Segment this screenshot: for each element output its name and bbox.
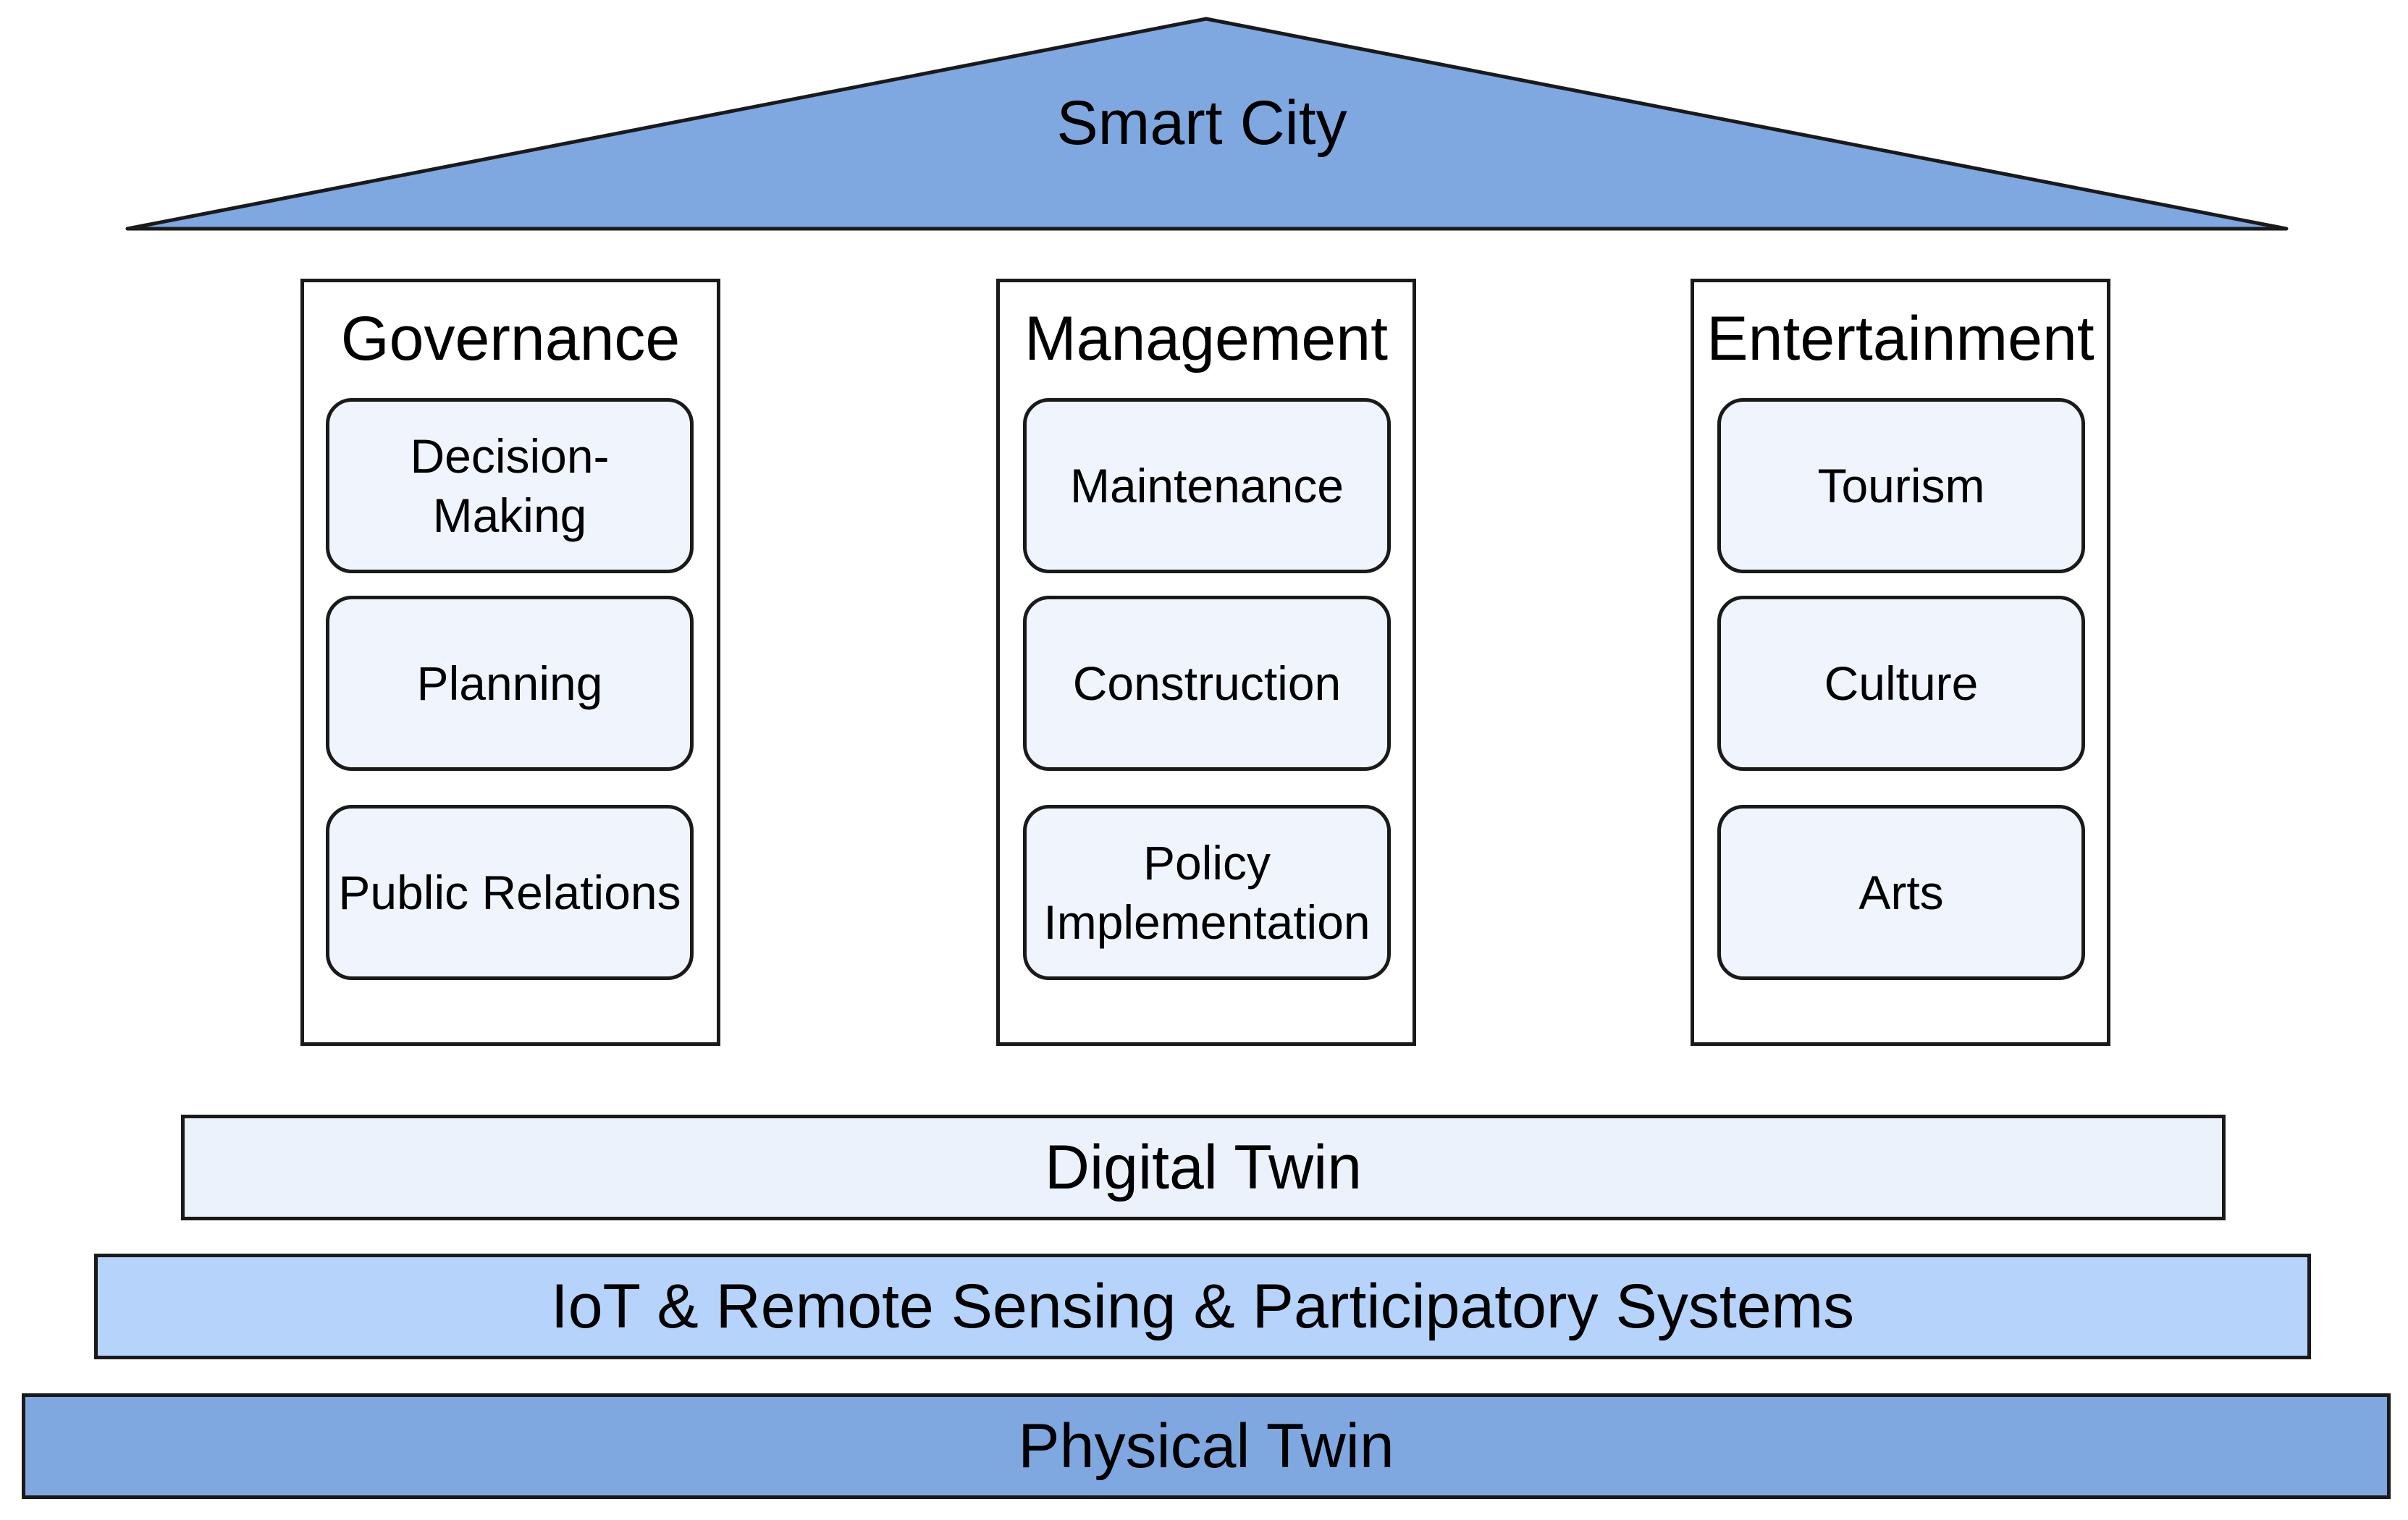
item-decision-making: Decision- Making (326, 398, 694, 573)
pillar-management: Management Maintenance Construction Poli… (996, 279, 1416, 1046)
layer-digital-twin: Digital Twin (181, 1115, 2226, 1220)
layer-iot-sensing: IoT & Remote Sensing & Participatory Sys… (94, 1254, 2311, 1359)
item-tourism: Tourism (1717, 398, 2085, 573)
item-maintenance: Maintenance (1023, 398, 1391, 573)
pillar-governance: Governance Decision- Making Planning Pub… (300, 279, 720, 1046)
item-construction: Construction (1023, 596, 1391, 771)
pillar-title: Governance (340, 304, 681, 373)
pillar-title: Management (1024, 304, 1388, 373)
smart-city-title: Smart City (1056, 88, 1347, 158)
roof-shape (125, 17, 2289, 231)
item-arts: Arts (1717, 805, 2085, 980)
pillar-entertainment: Entertainment Tourism Culture Arts (1691, 279, 2110, 1046)
item-culture: Culture (1717, 596, 2085, 771)
item-public-relations: Public Relations (326, 805, 694, 980)
item-planning: Planning (326, 596, 694, 771)
roof-triangle (125, 17, 2289, 231)
pillar-title: Entertainment (1706, 304, 2095, 373)
layer-physical-twin: Physical Twin (22, 1393, 2391, 1499)
item-policy-implementation: Policy Implementation (1023, 805, 1391, 980)
